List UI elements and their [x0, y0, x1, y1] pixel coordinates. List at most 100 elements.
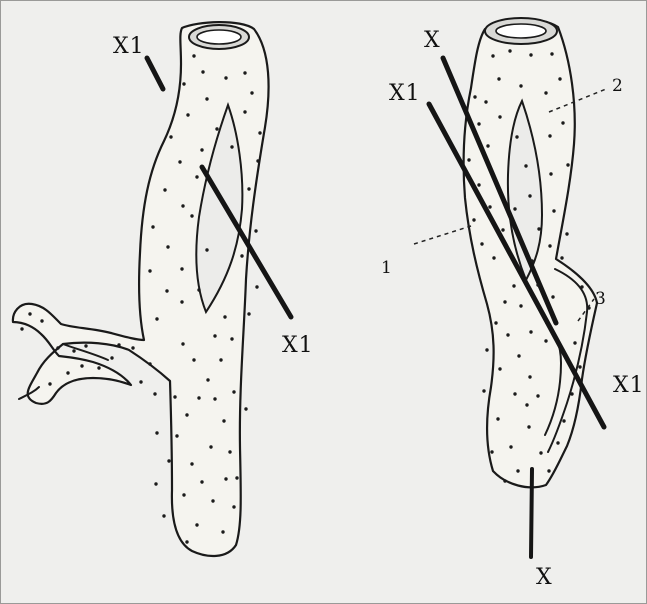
stipple-dot [169, 135, 172, 138]
stipple-dot [56, 346, 59, 349]
stipple-dot [256, 159, 259, 162]
stipple-dot [551, 295, 554, 298]
stipple-dot [578, 365, 581, 368]
stipple-dot [192, 358, 195, 361]
stipple-dot [528, 375, 531, 378]
stipple-dot [181, 204, 184, 207]
stipple-dot [182, 493, 185, 496]
stipple-dot [547, 469, 550, 472]
stipple-dot [230, 145, 233, 148]
stipple-dot [498, 367, 501, 370]
stipple-dot [195, 523, 198, 526]
stipple-dot [148, 269, 151, 272]
stipple-dot [195, 175, 198, 178]
stipple-dot [213, 334, 216, 337]
stipple-dot [190, 214, 193, 217]
stipple-dot [197, 288, 200, 291]
stipple-dot [536, 394, 539, 397]
stipple-dot [200, 148, 203, 151]
label-x-right-bottom: X [536, 565, 553, 590]
stipple-dot [477, 122, 480, 125]
stipple-dot [178, 160, 181, 163]
stipple-dot [494, 321, 497, 324]
stipple-dot [508, 49, 511, 52]
left-upper-wire [147, 58, 163, 89]
stipple-dot [513, 207, 516, 210]
stipple-dot [224, 477, 227, 480]
left-main-vessel [13, 22, 269, 556]
stipple-dot [506, 333, 509, 336]
stipple-dot [491, 54, 494, 57]
right-vessel-lumen-inner [496, 24, 546, 38]
stipple-dot [232, 505, 235, 508]
stipple-dot [550, 52, 553, 55]
stipple-dot [223, 315, 226, 318]
stipple-dot [28, 312, 31, 315]
stipple-dot [155, 431, 158, 434]
stipple-dot [153, 392, 156, 395]
stipple-dot [530, 259, 533, 262]
stipple-dot [162, 514, 165, 517]
stipple-dot [197, 396, 200, 399]
stipple-dot [250, 91, 253, 94]
stipple-dot [185, 413, 188, 416]
stipple-dot [205, 248, 208, 251]
stipple-dot [232, 390, 235, 393]
stipple-dot [209, 445, 212, 448]
stipple-dot [566, 163, 569, 166]
stipple-dot [490, 450, 493, 453]
stipple-dot [467, 158, 470, 161]
stipple-dot [200, 480, 203, 483]
stipple-dot [20, 327, 23, 330]
stipple-dot [166, 245, 169, 248]
stipple-dot [496, 417, 499, 420]
stipple-dot [529, 330, 532, 333]
stipple-dot [492, 256, 495, 259]
stipple-dot [224, 76, 227, 79]
stipple-dot [544, 91, 547, 94]
stipple-dot [513, 392, 516, 395]
stipple-dot [80, 364, 83, 367]
stipple-dot [235, 476, 238, 479]
leader-1 [414, 226, 471, 244]
stipple-dot [528, 194, 531, 197]
stipple-dot [539, 451, 542, 454]
stipple-dot [258, 131, 261, 134]
stipple-dot [180, 267, 183, 270]
stipple-dot [201, 70, 204, 73]
stipple-dot [180, 300, 183, 303]
stipple-dot [182, 82, 185, 85]
stipple-dot [97, 366, 100, 369]
stipple-dot [48, 382, 51, 385]
stipple-dot [215, 127, 218, 130]
stipple-dot [497, 77, 500, 80]
stipple-dot [163, 188, 166, 191]
stipple-dot [151, 225, 154, 228]
stipple-dot [524, 164, 527, 167]
stipple-dot [66, 371, 69, 374]
stipple-dot [565, 232, 568, 235]
stipple-dot [211, 499, 214, 502]
stipple-dot [185, 540, 188, 543]
stipple-dot [213, 397, 216, 400]
stipple-dot [148, 362, 151, 365]
stipple-dot [503, 479, 506, 482]
stipple-dot [537, 227, 540, 230]
stipple-dot [222, 419, 225, 422]
stipple-dot [482, 389, 485, 392]
stipple-dot [167, 459, 170, 462]
stipple-dot [131, 346, 134, 349]
stipple-dot [175, 434, 178, 437]
stipple-dot [117, 343, 120, 346]
label-1: 1 [381, 258, 393, 278]
stipple-dot [472, 218, 475, 221]
stipple-dot [519, 84, 522, 87]
stipple-dot [477, 183, 480, 186]
stipple-dot [243, 71, 246, 74]
stipple-dot [488, 205, 491, 208]
stipple-dot [552, 209, 555, 212]
stipple-dot [503, 300, 506, 303]
stipple-dot [190, 462, 193, 465]
